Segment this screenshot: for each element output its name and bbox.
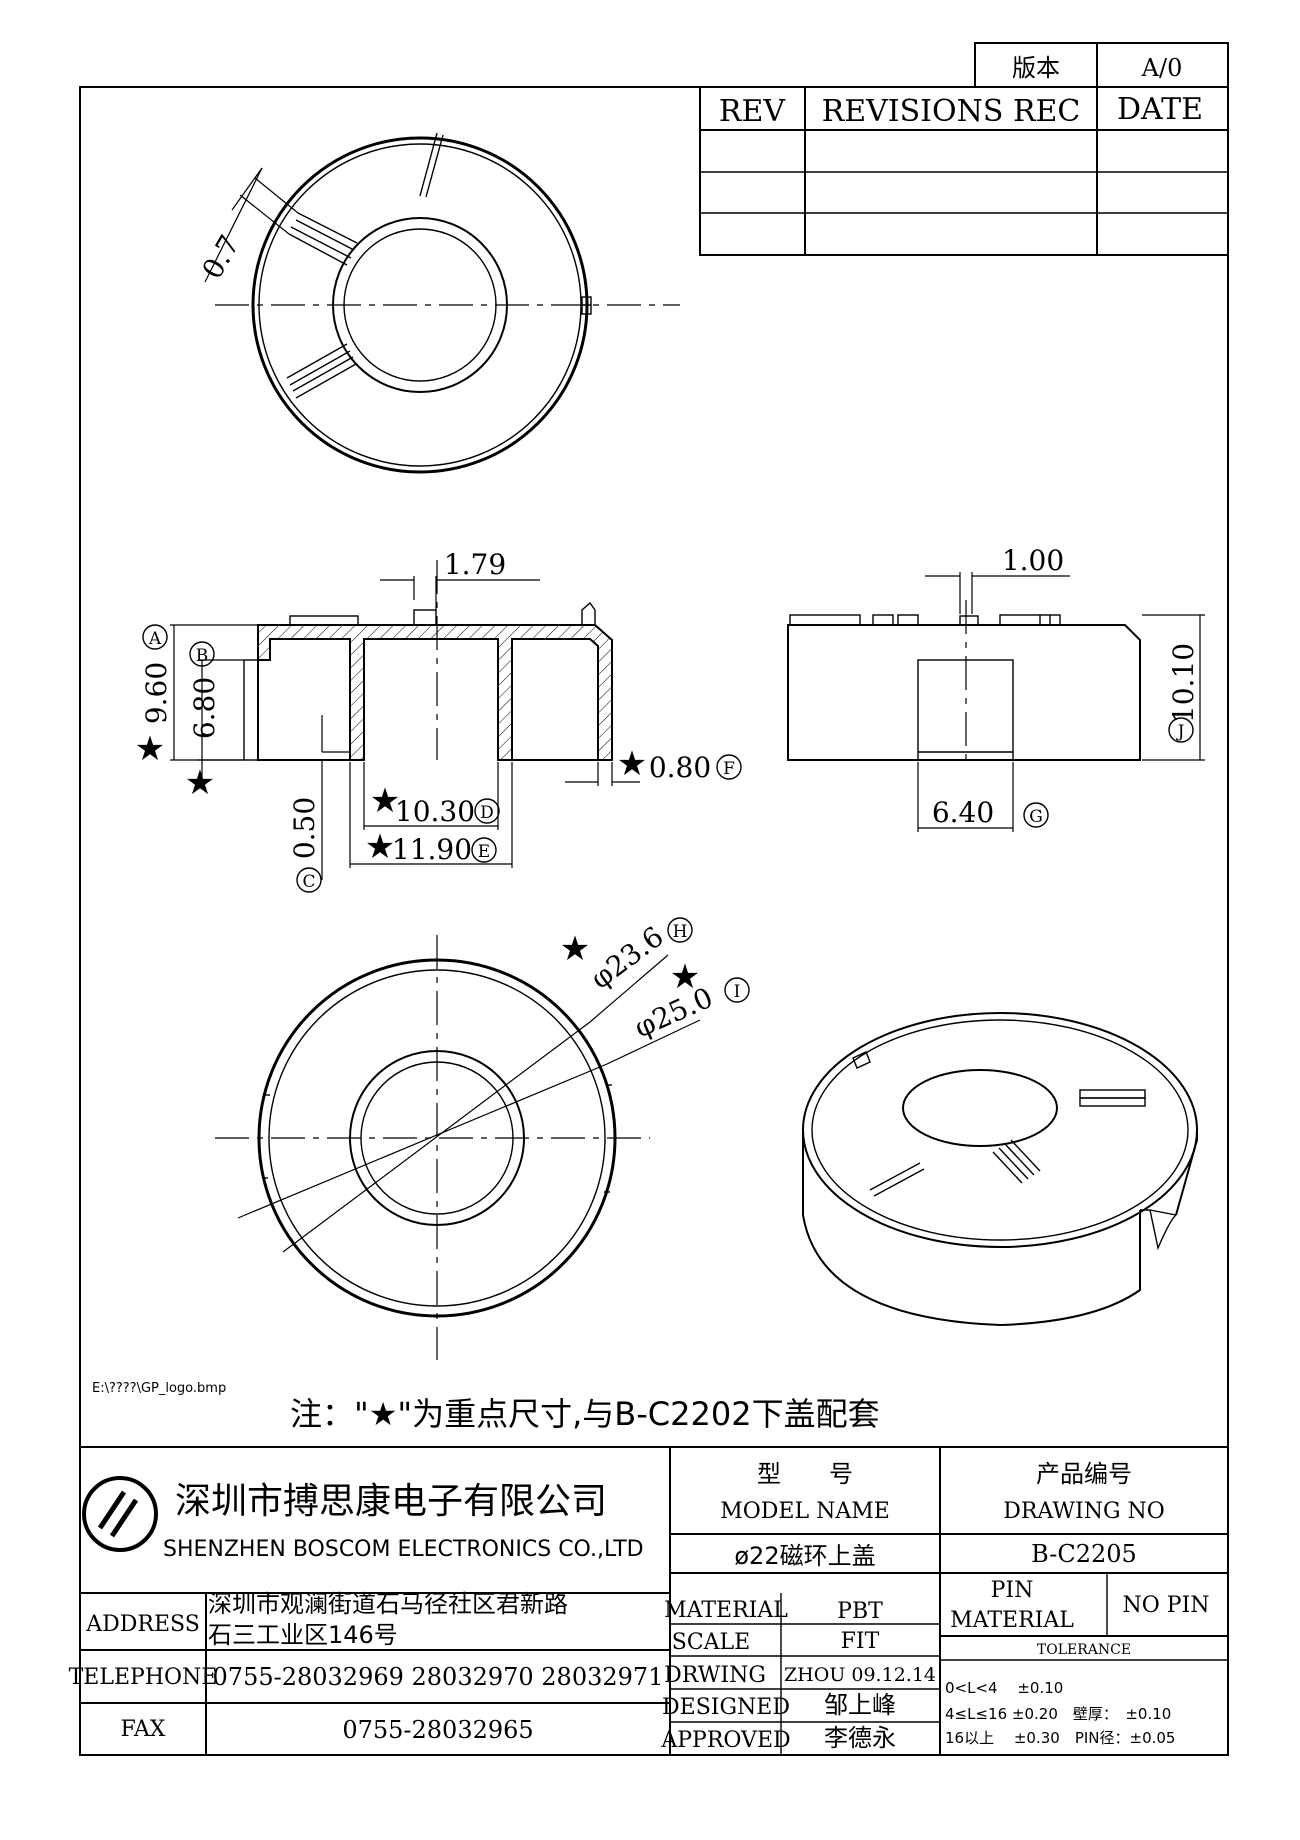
telephone-value: 0755-28032969 28032970 28032971 xyxy=(213,1663,664,1691)
scale-label: SCALE xyxy=(672,1630,750,1655)
dimension-dia-23.6-label: φ23.6 xyxy=(584,920,669,996)
front-view: φ23.6 ★ H φ25.0 ★ I xyxy=(215,917,750,1360)
drawing-by-value: ZHOU 09.12.14 xyxy=(784,1664,936,1686)
dimension-9.60: 9.60 A ★ xyxy=(135,624,258,769)
tolerance-row-1: 0<L<4 ±0.10 xyxy=(945,1679,1063,1697)
designed-label: DESIGNED xyxy=(662,1695,790,1720)
tolerance-row-3: 16以上 ±0.30 PIN径：±0.05 xyxy=(945,1729,1175,1747)
ref-j: J xyxy=(1176,722,1185,742)
dimension-0.7: 0.7 xyxy=(195,167,299,285)
ref-f: F xyxy=(723,759,735,779)
address-line2: 石三工业区146号 xyxy=(208,1621,398,1649)
star-a: ★ xyxy=(135,729,165,769)
version-box: 版本 A/0 xyxy=(974,42,1229,88)
dimension-6.40: 6.40 G xyxy=(917,762,1049,832)
ref-b: B xyxy=(196,646,209,666)
drawing-by-label: DRWING xyxy=(664,1663,766,1688)
dimension-6.80: 6.80 B ★ xyxy=(185,641,244,803)
dimension-1.00: 1.00 xyxy=(925,544,1070,614)
rib-upper-left xyxy=(288,212,358,266)
model-value: ø22磁环上盖 xyxy=(734,1542,875,1570)
star-h: ★ xyxy=(560,929,590,969)
company-logo xyxy=(82,1476,158,1552)
drawing-no-label-en: DRAWING NO xyxy=(1003,1499,1165,1524)
tolerance-label: TOLERANCE xyxy=(1037,1642,1131,1658)
dimension-6.40-label: 6.40 xyxy=(932,796,994,829)
dimension-10.10: 10.10 J xyxy=(1142,614,1205,761)
dimension-1.79: 1.79 xyxy=(380,548,540,610)
tolerance-row-2: 4≤L≤16 ±0.20 壁厚： ±0.10 xyxy=(945,1705,1171,1723)
section-view: 1.79 9.60 A ★ 6.80 B ★ 0.50 xyxy=(135,548,742,893)
dimension-0.80-label: 0.80 xyxy=(649,751,711,784)
dimension-10.10-label: 10.10 xyxy=(1167,643,1200,723)
dimension-11.90-label: 11.90 xyxy=(392,833,472,866)
revision-header-rec: REVISIONS REC xyxy=(822,94,1081,129)
dimension-10.30: ★ 10.30 D xyxy=(363,762,500,830)
logo-path: E:\????\GP_logo.bmp xyxy=(92,1381,226,1396)
dimension-11.90: ★ 11.90 E xyxy=(349,762,513,868)
top-view: 0.7 xyxy=(195,132,680,474)
drawing-no-value: B-C2205 xyxy=(1031,1540,1137,1568)
star-b: ★ xyxy=(185,763,215,803)
dimension-9.60-label: 9.60 xyxy=(140,662,173,724)
ref-c: C xyxy=(302,872,315,892)
ref-g: G xyxy=(1029,807,1043,827)
dimension-0.80: ★ 0.80 F xyxy=(565,744,742,786)
approved-value: 李德永 xyxy=(824,1724,896,1752)
material-label: MATERIAL xyxy=(664,1598,788,1623)
address-label: ADDRESS xyxy=(85,1612,200,1637)
model-label-en: MODEL NAME xyxy=(720,1499,890,1524)
side-view: 1.00 10.10 J 6.40 G xyxy=(787,544,1205,832)
version-label: 版本 xyxy=(1012,54,1060,82)
star-e: ★ xyxy=(365,827,395,867)
rib-lower-left xyxy=(286,343,357,399)
star-d: ★ xyxy=(370,781,400,821)
revision-header-date: DATE xyxy=(1117,92,1203,127)
key-dimension-note: 注："★"为重点尺寸,与B-C2202下盖配套 xyxy=(290,1395,880,1433)
star-f: ★ xyxy=(617,744,647,784)
pin-value: NO PIN xyxy=(1122,1593,1209,1618)
company-name-en: SHENZHEN BOSCOM ELECTRONICS CO.,LTD xyxy=(163,1537,644,1562)
model-label-cn: 型 号 xyxy=(757,1460,853,1488)
company-name-cn: 深圳市搏思康电子有限公司 xyxy=(175,1481,607,1522)
dimension-1.79-label: 1.79 xyxy=(444,548,506,581)
fax-value: 0755-28032965 xyxy=(342,1716,533,1744)
rib-top xyxy=(419,132,444,198)
pin-label-line1: PIN xyxy=(991,1578,1034,1603)
dimension-0.50-label: 0.50 xyxy=(288,797,321,859)
dimension-6.80-label: 6.80 xyxy=(188,677,221,739)
ref-h: H xyxy=(673,922,688,942)
title-block: 深圳市搏思康电子有限公司 SHENZHEN BOSCOM ELECTRONICS… xyxy=(69,1446,1228,1755)
sheet-border xyxy=(79,86,1229,1756)
ref-i: I xyxy=(734,982,741,1002)
fax-label: FAX xyxy=(121,1717,166,1742)
ref-d: D xyxy=(480,803,494,823)
drawing-no-label-cn: 产品编号 xyxy=(1036,1460,1132,1488)
address-line1: 深圳市观澜街道石马径社区君新路 xyxy=(208,1590,568,1618)
dimension-1.00-label: 1.00 xyxy=(1002,544,1064,577)
star-i: ★ xyxy=(670,957,700,997)
version-value: A/0 xyxy=(1141,54,1183,82)
designed-value: 邹上峰 xyxy=(824,1691,896,1719)
pin-label-line2: MATERIAL xyxy=(950,1608,1074,1633)
material-value: PBT xyxy=(837,1599,883,1624)
approved-label: APPROVED xyxy=(660,1728,790,1753)
revision-header-rev: REV xyxy=(719,94,786,129)
dimension-0.50: 0.50 C xyxy=(288,715,350,893)
scale-value: FIT xyxy=(841,1629,880,1654)
dimension-10.30-label: 10.30 xyxy=(395,795,475,828)
ref-a: A xyxy=(148,629,162,649)
telephone-label: TELEPHONE xyxy=(69,1665,218,1690)
isometric-view xyxy=(802,1012,1198,1327)
revision-table: REV REVISIONS REC DATE xyxy=(699,86,1229,256)
ref-e: E xyxy=(478,842,490,862)
dimension-0.7-label: 0.7 xyxy=(195,229,246,284)
